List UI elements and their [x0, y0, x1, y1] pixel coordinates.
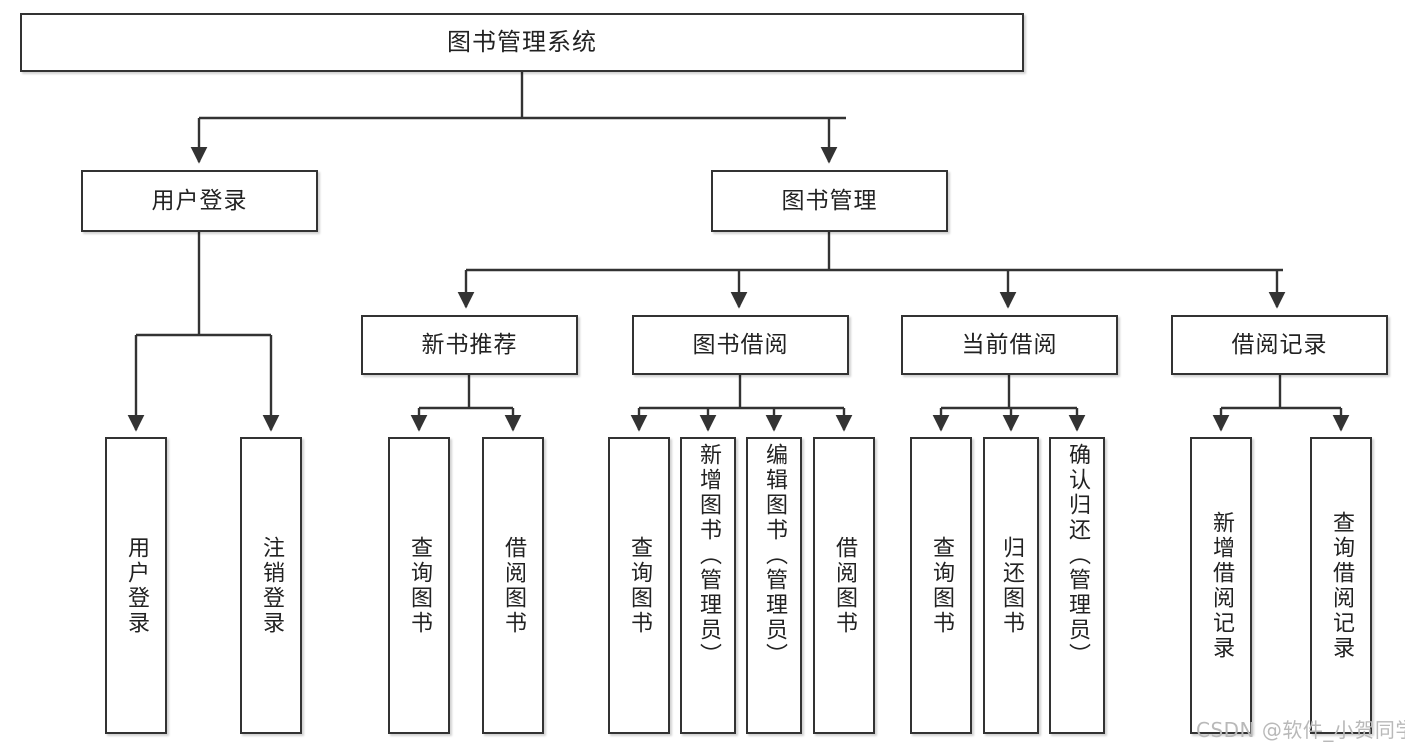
- node-leaf-confirm-return-label: 确认归还（管理员）: [1064, 443, 1090, 668]
- node-leaf-query-book-1-label: 查询图书: [406, 535, 432, 636]
- node-user-login[interactable]: 用户登录: [81, 170, 318, 232]
- node-leaf-return-book[interactable]: 归还图书: [983, 437, 1039, 734]
- node-leaf-query-borrow-record[interactable]: 查询借阅记录: [1310, 437, 1372, 734]
- node-current-borrow[interactable]: 当前借阅: [901, 315, 1118, 375]
- node-leaf-add-borrow-record[interactable]: 新增借阅记录: [1190, 437, 1252, 734]
- node-leaf-add-book-label: 新增图书（管理员）: [695, 443, 721, 668]
- node-root-label: 图书管理系统: [447, 27, 597, 56]
- node-leaf-borrow-book-2-label: 借阅图书: [831, 535, 857, 636]
- node-borrow-record-label: 借阅记录: [1231, 331, 1328, 358]
- csdn-watermark: CSDN @软件_小贺同学: [1196, 718, 1405, 742]
- node-borrow-record[interactable]: 借阅记录: [1171, 315, 1388, 375]
- node-root[interactable]: 图书管理系统: [20, 13, 1024, 72]
- node-leaf-query-book-3[interactable]: 查询图书: [910, 437, 972, 734]
- node-leaf-logout-login[interactable]: 注销登录: [240, 437, 302, 734]
- node-leaf-borrow-book-2[interactable]: 借阅图书: [813, 437, 875, 734]
- node-leaf-query-book-1[interactable]: 查询图书: [388, 437, 450, 734]
- node-leaf-add-book[interactable]: 新增图书（管理员）: [680, 437, 736, 734]
- node-leaf-user-login-label: 用户登录: [123, 535, 149, 636]
- node-leaf-query-book-2-label: 查询图书: [626, 535, 652, 636]
- node-leaf-borrow-book-1[interactable]: 借阅图书: [482, 437, 544, 734]
- node-current-borrow-label: 当前借阅: [961, 331, 1058, 358]
- node-leaf-query-book-2[interactable]: 查询图书: [608, 437, 670, 734]
- node-leaf-return-book-label: 归还图书: [998, 535, 1024, 636]
- node-leaf-edit-book-label: 编辑图书（管理员）: [761, 443, 787, 668]
- node-leaf-query-book-3-label: 查询图书: [928, 535, 954, 636]
- node-new-book-recommend[interactable]: 新书推荐: [361, 315, 578, 375]
- node-new-book-recommend-label: 新书推荐: [421, 331, 518, 358]
- node-leaf-query-borrow-record-label: 查询借阅记录: [1328, 510, 1354, 661]
- node-book-borrow[interactable]: 图书借阅: [632, 315, 849, 375]
- node-leaf-edit-book[interactable]: 编辑图书（管理员）: [746, 437, 802, 734]
- node-leaf-logout-login-label: 注销登录: [258, 535, 284, 636]
- node-leaf-add-borrow-record-label: 新增借阅记录: [1208, 510, 1234, 661]
- node-book-management-label: 图书管理: [781, 187, 878, 214]
- node-book-management[interactable]: 图书管理: [711, 170, 948, 232]
- node-book-borrow-label: 图书借阅: [692, 331, 789, 358]
- node-leaf-borrow-book-1-label: 借阅图书: [500, 535, 526, 636]
- node-leaf-confirm-return[interactable]: 确认归还（管理员）: [1049, 437, 1105, 734]
- node-user-login-label: 用户登录: [151, 187, 248, 214]
- node-leaf-user-login[interactable]: 用户登录: [105, 437, 167, 734]
